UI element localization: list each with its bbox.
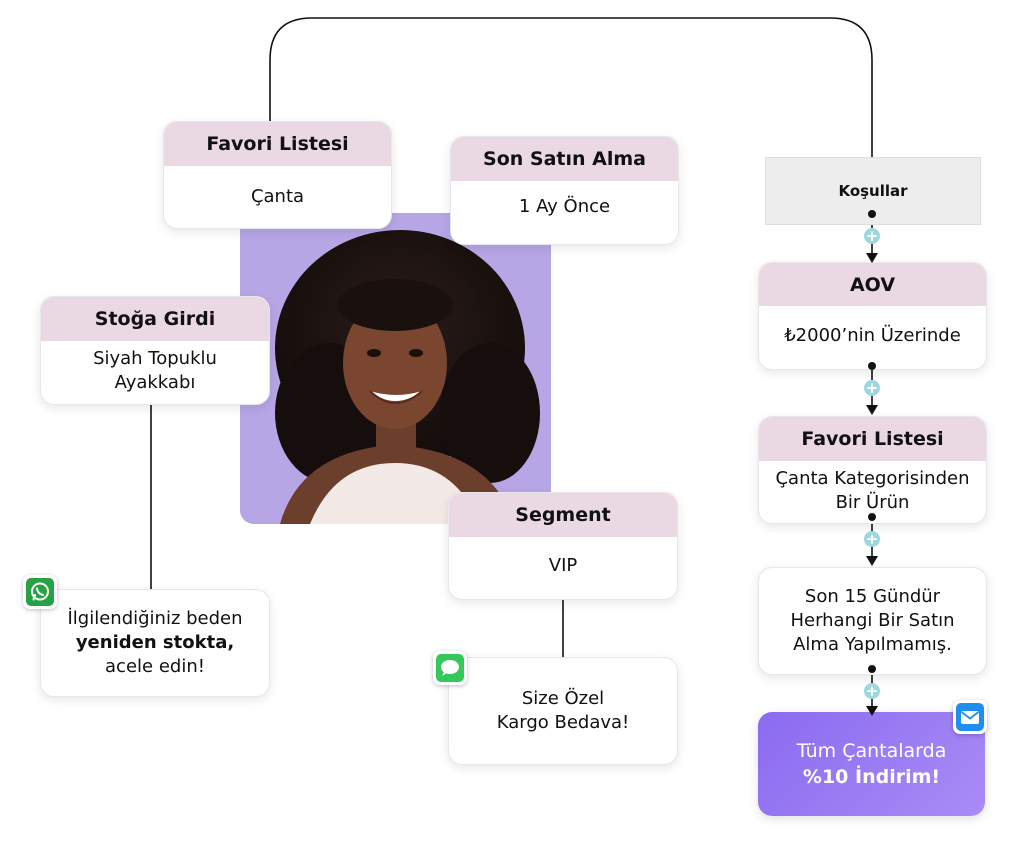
arrow-down-icon xyxy=(866,405,878,415)
arrow-down-icon xyxy=(866,556,878,566)
card-title: Stoğa Girdi xyxy=(41,297,269,341)
card-value: 1 Ay Önce xyxy=(518,196,611,217)
card-value-line: Alma Yapılmamış. xyxy=(793,634,952,655)
portrait-photo xyxy=(240,213,551,524)
portrait-illustration xyxy=(240,213,551,524)
card-value-line: Siyah Topuklu xyxy=(93,348,217,369)
card-value-line: Herhangi Bir Satın xyxy=(790,610,955,631)
mail-icon xyxy=(956,703,984,731)
connector-dot xyxy=(868,210,876,218)
message-line: acele edin! xyxy=(105,656,205,677)
plus-icon[interactable]: + xyxy=(864,682,880,700)
flow-favorites-card: Favori Listesi Çanta Kategorisinden Bir … xyxy=(758,416,987,524)
message-line: İlgilendiğiniz beden xyxy=(67,608,243,629)
sms-icon xyxy=(436,654,464,682)
card-title: Son Satın Alma xyxy=(451,137,678,181)
whatsapp-message-card: İlgilendiğiniz beden yeniden stokta, ace… xyxy=(40,589,270,697)
card-value: VIP xyxy=(548,555,578,576)
back-in-stock-card: Stoğa Girdi Siyah Topuklu Ayakkabı xyxy=(40,296,270,405)
card-value-line: Bir Ürün xyxy=(835,492,910,513)
card-value-line: Son 15 Gündür xyxy=(804,586,941,607)
message-line: Size Özel xyxy=(521,688,605,709)
card-value: ₺2000’nin Üzerinde xyxy=(784,325,961,346)
connector-dot xyxy=(868,513,876,521)
plus-icon[interactable]: + xyxy=(864,379,880,397)
segment-card: Segment VIP xyxy=(448,492,678,600)
whatsapp-badge xyxy=(23,575,57,609)
connector-dot xyxy=(868,665,876,673)
plus-icon[interactable]: + xyxy=(864,530,880,548)
arrow-down-icon xyxy=(866,253,878,263)
card-value: Çanta xyxy=(250,186,305,207)
arrow-down-icon xyxy=(866,706,878,716)
sms-badge xyxy=(433,651,467,685)
plus-icon[interactable]: + xyxy=(864,227,880,245)
connector-dot xyxy=(868,362,876,370)
cta-line-bold: %10 İndirim! xyxy=(802,766,941,788)
discount-cta-card: Tüm Çantalarda %10 İndirim! xyxy=(758,712,985,816)
mail-badge xyxy=(953,700,987,734)
card-value: Siyah Topuklu Ayakkabı xyxy=(41,341,269,401)
sms-message-card: Size Özel Kargo Bedava! xyxy=(448,657,678,765)
favorites-list-card: Favori Listesi Çanta xyxy=(163,121,392,229)
card-title: Favori Listesi xyxy=(164,122,391,166)
message-line-bold: yeniden stokta, xyxy=(75,632,235,653)
whatsapp-icon xyxy=(26,578,54,606)
card-value: Çanta Kategorisinden Bir Ürün xyxy=(759,461,986,521)
card-value-line: Ayakkabı xyxy=(114,372,196,393)
card-title: Segment xyxy=(449,493,677,537)
cta-line: Tüm Çantalarda xyxy=(796,740,947,762)
aov-card: AOV ₺2000’nin Üzerinde xyxy=(758,262,987,370)
card-title: Favori Listesi xyxy=(759,417,986,461)
message-line: Kargo Bedava! xyxy=(496,712,630,733)
card-title: AOV xyxy=(759,263,986,306)
no-purchase-card: Son 15 Gündür Herhangi Bir Satın Alma Ya… xyxy=(758,567,987,675)
last-purchase-card: Son Satın Alma 1 Ay Önce xyxy=(450,136,679,245)
card-value-line: Çanta Kategorisinden xyxy=(775,468,970,489)
